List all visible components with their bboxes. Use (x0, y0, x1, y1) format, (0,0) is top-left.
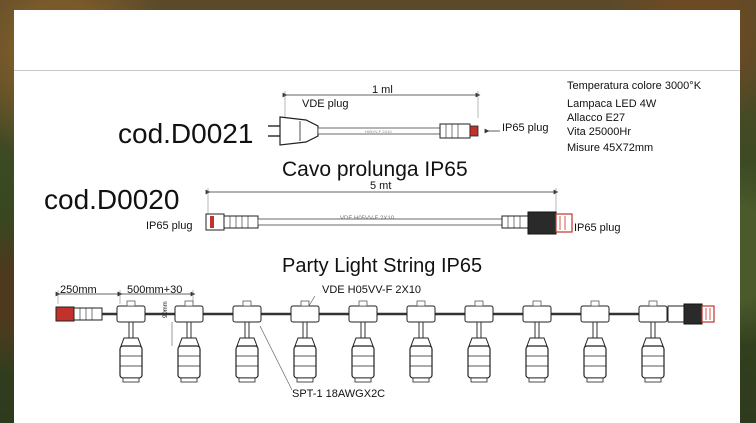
socket (232, 300, 262, 383)
socket (580, 300, 610, 383)
socket (464, 300, 494, 383)
socket (406, 300, 436, 383)
socket (116, 300, 146, 383)
socket (638, 300, 668, 383)
spec-lamp: Lampaca LED 4W (567, 98, 657, 110)
socket (290, 300, 320, 383)
party-drop-label: SPT-1 18AWGX2C (292, 388, 386, 400)
spec-size: Misure 45X72mm (567, 142, 654, 154)
party-string-drawing (55, 290, 715, 391)
d0021-right-plug-label: IP65 plug (502, 122, 549, 134)
socket (522, 300, 552, 383)
extension-left-plug-label: IP65 plug (146, 220, 193, 232)
d0021-left-plug-label: VDE plug (302, 98, 349, 110)
socket-group (116, 300, 668, 383)
party-title: Party Light String IP65 (282, 255, 483, 277)
extension-right-plug-label: IP65 plug (574, 222, 621, 234)
spec-life: Vita 25000Hr (567, 126, 632, 138)
party-cable-label: VDE H05VV-F 2X10 (322, 284, 422, 296)
extension-cable-drawing (205, 188, 573, 235)
sheet-divider (14, 70, 740, 71)
extension-code: cod.D0020 (44, 184, 180, 215)
socket (348, 300, 378, 383)
d0021-cable-drawing: H05VV-F 2X10 (268, 91, 500, 146)
spec-socket: Allacco E27 (567, 112, 626, 124)
svg-text:H05VV-F 2X10: H05VV-F 2X10 (365, 129, 392, 134)
spec-color-temp: Temperatura colore 3000°K (567, 80, 702, 92)
extension-length: 5 mt (370, 180, 392, 192)
socket (174, 300, 204, 383)
d0021-code: cod.D0021 (118, 118, 254, 149)
extension-title: Cavo prolunga IP65 (282, 158, 468, 181)
